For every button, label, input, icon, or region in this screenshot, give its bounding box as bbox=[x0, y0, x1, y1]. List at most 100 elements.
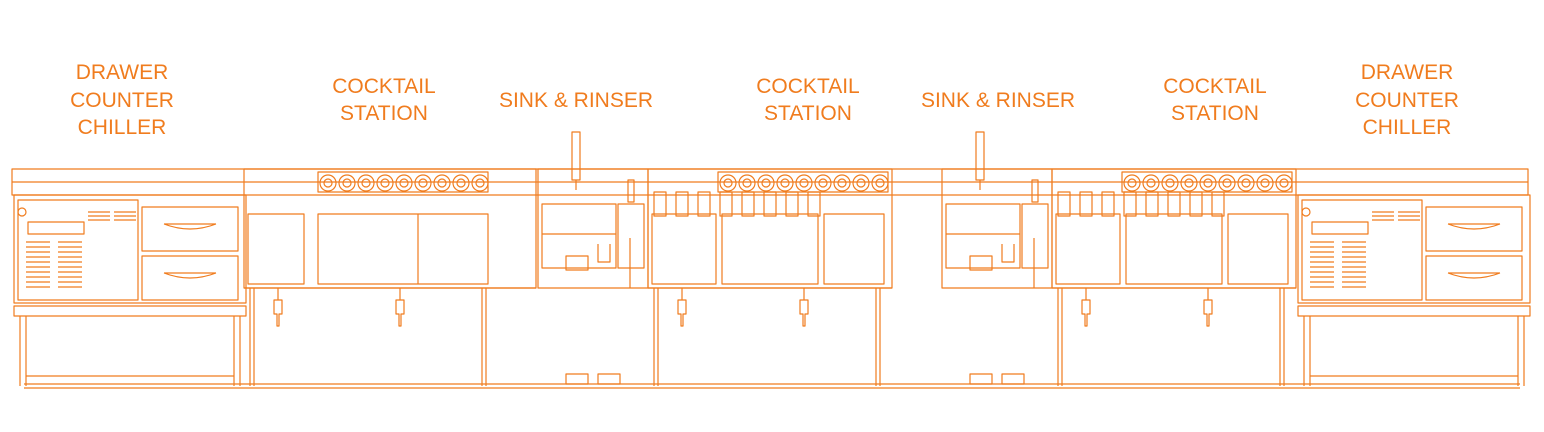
cocktail-station-2-bin-a bbox=[651, 213, 717, 285]
cocktail-station-3-bottle-neck bbox=[1127, 178, 1137, 188]
chiller-right-drawer-handle-lower bbox=[1447, 272, 1501, 279]
chiller-right-vent-panel bbox=[1301, 199, 1423, 301]
sink-rinser-2-frame bbox=[941, 168, 1053, 289]
cocktail-station-3-bottle-neck bbox=[1222, 178, 1232, 188]
cocktail-1-bottle bbox=[471, 174, 489, 192]
label-cocktail-3-line-1: COCKTAIL bbox=[1163, 75, 1266, 98]
cocktail-1-bottle bbox=[357, 174, 375, 192]
cocktail-station-3-speed-bottle bbox=[1101, 191, 1115, 217]
cocktail-station-2-speed-bottle bbox=[675, 191, 689, 217]
sink-rinser-1-basin bbox=[541, 203, 617, 269]
cocktail-station-2-bottle-neck bbox=[818, 178, 828, 188]
sink-rinser-1-rinser bbox=[597, 244, 611, 263]
cocktail-station-3-bottle bbox=[1275, 174, 1293, 192]
sink-rinser-1-small-faucet bbox=[627, 179, 635, 203]
cocktail-1-bottle bbox=[376, 174, 394, 192]
cocktail-1-bottle-neck bbox=[380, 178, 390, 188]
cocktail-1-bottle-neck bbox=[456, 178, 466, 188]
cocktail-station-3-bottle-neck bbox=[1260, 178, 1270, 188]
elevation-linework bbox=[11, 131, 1531, 389]
sink-rinser-2-small-faucet bbox=[1031, 179, 1039, 203]
cocktail-station-2-bottle bbox=[776, 174, 794, 192]
chiller-left bbox=[13, 194, 247, 386]
cocktail-station-2-speed-bottle bbox=[697, 191, 711, 217]
cocktail-station-2-bottle-neck bbox=[875, 178, 885, 188]
cocktail-station-2-bottle bbox=[738, 174, 756, 192]
sink-rinser-1 bbox=[537, 131, 649, 385]
cocktail-station-2-speed-bottle bbox=[653, 191, 667, 217]
sink-rinser-2-rinser-block bbox=[1021, 203, 1049, 269]
cocktail-1-bottle-neck bbox=[323, 178, 333, 188]
cocktail-station-3-bottle-neck bbox=[1279, 178, 1289, 188]
cocktail-1-drain-a-tap bbox=[273, 299, 283, 327]
chiller-left-base-shelf bbox=[13, 305, 247, 317]
chiller-left-vent-panel bbox=[17, 199, 139, 301]
chiller-left-drawer-handle-upper bbox=[163, 223, 217, 230]
cocktail-1-frame bbox=[243, 168, 537, 289]
cocktail-1-bottle bbox=[452, 174, 470, 192]
cocktail-station-3-ice-well bbox=[1125, 213, 1223, 285]
cocktail-station-2-bottle-neck bbox=[780, 178, 790, 188]
cocktail-station-3-bottle-neck bbox=[1241, 178, 1251, 188]
cocktail-1-bottle-neck bbox=[342, 178, 352, 188]
cocktail-station-3-bin-b bbox=[1227, 213, 1289, 285]
chiller-left-drawer-upper bbox=[141, 206, 239, 252]
cocktail-station-2-ice-well bbox=[721, 213, 819, 285]
cocktail-1-bottle-neck bbox=[475, 178, 485, 188]
chiller-right bbox=[1297, 194, 1531, 386]
cocktail-station-2-bottle-neck bbox=[723, 178, 733, 188]
cocktail-1-bottle bbox=[433, 174, 451, 192]
sink-rinser-2-foot-pedal bbox=[1001, 373, 1025, 385]
chiller-right-base-shelf bbox=[1297, 305, 1531, 317]
chiller-right-drawer-upper bbox=[1425, 206, 1523, 252]
chiller-left-body bbox=[13, 194, 247, 304]
cocktail-station-2-bottle bbox=[795, 174, 813, 192]
cocktail-station-2 bbox=[647, 168, 893, 386]
sink-rinser-2-basin bbox=[945, 203, 1021, 269]
label-chiller-left-line-2: COUNTER bbox=[70, 89, 174, 112]
cocktail-station-3-bottle-neck bbox=[1184, 178, 1194, 188]
cocktail-station-3-drain-b-tap bbox=[1203, 299, 1213, 327]
sink-rinser-1-foot-pedal bbox=[597, 373, 621, 385]
cocktail-1-bottle-neck bbox=[418, 178, 428, 188]
cocktail-station-2-bottle bbox=[871, 174, 889, 192]
sink-rinser-2 bbox=[941, 131, 1053, 385]
cocktail-1-bottle bbox=[414, 174, 432, 192]
cocktail-station-2-bottle-neck bbox=[761, 178, 771, 188]
cocktail-1-bottle-neck bbox=[361, 178, 371, 188]
chiller-left-control-panel bbox=[27, 221, 85, 235]
cocktail-1-bottle bbox=[395, 174, 413, 192]
cocktail-station-2-bottle-neck bbox=[837, 178, 847, 188]
cocktail-station-3-bottle bbox=[1237, 174, 1255, 192]
cocktail-station-3-frame bbox=[1051, 168, 1297, 289]
cocktail-station-2-bottle bbox=[719, 174, 737, 192]
sink-rinser-2-foot-pedal bbox=[969, 373, 993, 385]
sink-rinser-2-faucet bbox=[975, 131, 985, 181]
chiller-right-drawer-handle-upper bbox=[1447, 223, 1501, 230]
label-cocktail-1-line-2: STATION bbox=[340, 102, 428, 125]
cocktail-station-3-bottle bbox=[1180, 174, 1198, 192]
cocktail-station-2-bottle-neck bbox=[856, 178, 866, 188]
cocktail-station-3-bottle-neck bbox=[1146, 178, 1156, 188]
sink-rinser-1-faucet bbox=[571, 131, 581, 181]
cocktail-station-3-speed-bottle bbox=[1145, 191, 1159, 217]
cocktail-station-2-bottle bbox=[852, 174, 870, 192]
label-chiller-right-line-3: CHILLER bbox=[1363, 116, 1452, 139]
cocktail-station-3-bottle-neck bbox=[1203, 178, 1213, 188]
cocktail-station-3-bottle bbox=[1161, 174, 1179, 192]
cocktail-station-2-speed-bottle bbox=[785, 191, 799, 217]
sink-rinser-1-frame bbox=[537, 168, 649, 289]
label-chiller-left-line-1: DRAWER bbox=[76, 61, 169, 84]
sink-rinser-1-rinser-block bbox=[617, 203, 645, 269]
cocktail-station-3-drain-a-tap bbox=[1081, 299, 1091, 327]
cocktail-1-bottle-neck bbox=[437, 178, 447, 188]
chiller-left-drawer-lower bbox=[141, 255, 239, 301]
label-chiller-right-line-1: DRAWER bbox=[1361, 61, 1454, 84]
cocktail-station-3-bottle bbox=[1142, 174, 1160, 192]
cocktail-station-3-bottle-neck bbox=[1165, 178, 1175, 188]
cocktail-station-2-speed-bottle bbox=[719, 191, 733, 217]
cocktail-station-2-speed-bottle bbox=[763, 191, 777, 217]
label-cocktail-2-line-2: STATION bbox=[764, 102, 852, 125]
cocktail-station-2-speed-bottle bbox=[807, 191, 821, 217]
